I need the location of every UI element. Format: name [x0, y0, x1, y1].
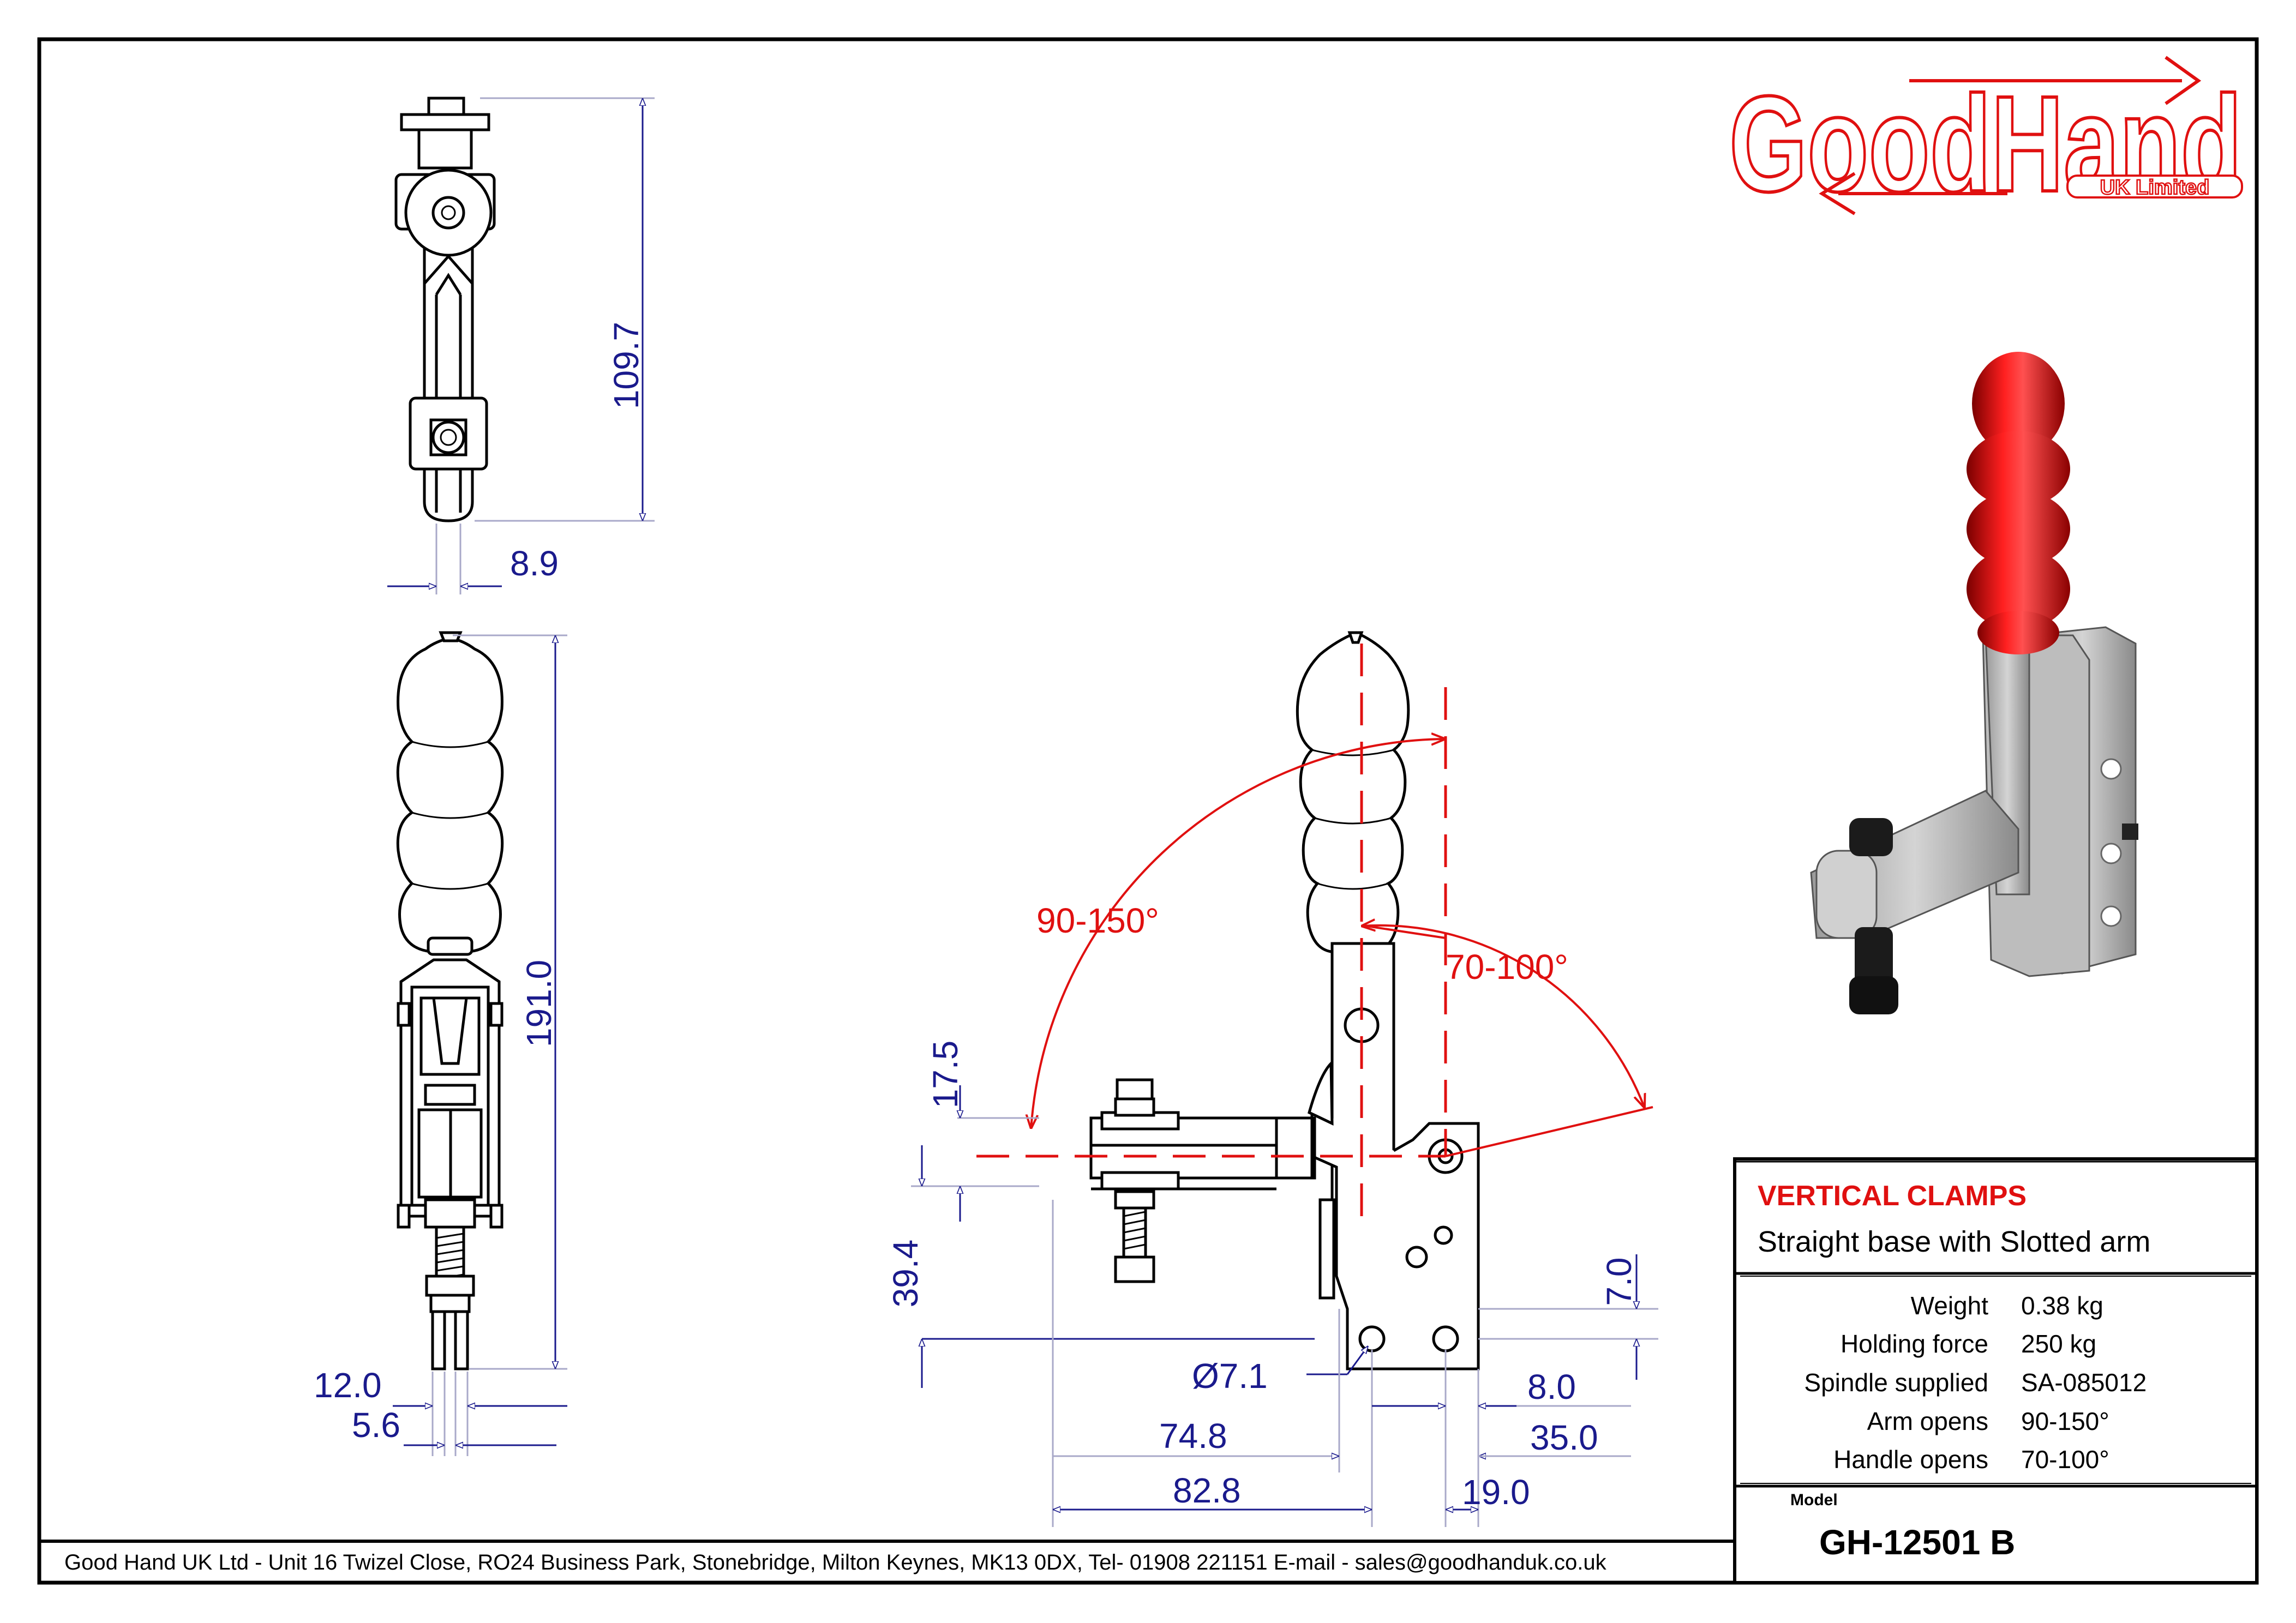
handle-angle-label: 70-100° — [1446, 947, 1568, 987]
dim-side-74-8: 74.8 — [1159, 1416, 1227, 1456]
dim-front-w1: 12.0 — [314, 1366, 382, 1405]
dim-front-height: 191.0 — [519, 960, 559, 1047]
footer-address: Good Hand UK Ltd - Unit 16 Twizel Close,… — [64, 1550, 1607, 1574]
dim-side-35-0: 35.0 — [1530, 1418, 1598, 1457]
spec-value-holding-force: 250 kg — [2021, 1330, 2096, 1358]
category-subtitle: Straight base with Slotted arm — [1758, 1225, 2150, 1258]
title-block: VERTICAL CLAMPS Straight base with Slott… — [1733, 1157, 2258, 1584]
logo-tagline: UK Limited — [2100, 176, 2210, 199]
spec-value-weight: 0.38 kg — [2021, 1291, 2103, 1320]
angle-indicators: 90-150° 70-100° — [976, 644, 1653, 1216]
dim-side-7-0: 7.0 — [1599, 1258, 1639, 1306]
dim-side-39-4: 39.4 — [886, 1240, 925, 1308]
dim-side-82-8: 82.8 — [1173, 1471, 1241, 1510]
product-render — [1810, 352, 2138, 1014]
dim-top-width: 8.9 — [510, 544, 559, 583]
spec-label-handle-opens: Handle opens — [1833, 1445, 1988, 1474]
logo-arrow-left-icon — [1819, 172, 2007, 215]
logo-tagline-box — [2066, 175, 2243, 199]
spec-label-weight: Weight — [1911, 1291, 1989, 1320]
sheet-border — [37, 37, 2259, 1585]
spec-label-arm-opens: Arm opens — [1867, 1407, 1988, 1435]
goodhand-logo: GoodHand UK Limited — [1728, 56, 2244, 221]
dim-top-height: 109.7 — [607, 322, 646, 409]
side-view — [1089, 631, 1480, 1370]
dimensions: 109.7 8.9 191.0 12.0 5.6 17.5 39.4 — [314, 97, 1658, 1527]
spec-label-holding-force: Holding force — [1841, 1330, 1988, 1358]
dim-front-w2: 5.6 — [352, 1405, 400, 1445]
dim-hole: Ø7.1 — [1192, 1356, 1268, 1396]
front-view — [396, 631, 504, 1370]
arm-angle-label: 90-150° — [1036, 901, 1159, 940]
spec-value-spindle: SA-085012 — [2021, 1368, 2147, 1397]
spec-value-arm-opens: 90-150° — [2021, 1407, 2109, 1435]
dim-side-8-0: 8.0 — [1527, 1367, 1576, 1406]
model-label: Model — [1790, 1491, 1838, 1509]
model-number: GH-12501 B — [1819, 1523, 2015, 1562]
spec-label-spindle: Spindle supplied — [1804, 1368, 1988, 1397]
dim-side-19-0: 19.0 — [1462, 1472, 1530, 1512]
top-view — [394, 97, 496, 522]
logo-arrow-right-icon — [1909, 56, 2202, 105]
category-title: VERTICAL CLAMPS — [1758, 1180, 2027, 1212]
spec-value-handle-opens: 70-100° — [2021, 1445, 2109, 1474]
dim-side-17-5: 17.5 — [926, 1041, 965, 1109]
